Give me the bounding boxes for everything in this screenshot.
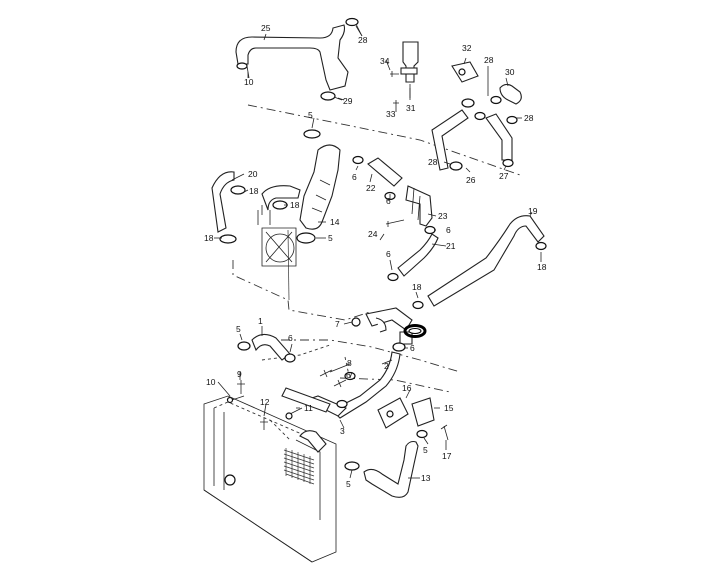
label-31: 31 [406, 103, 416, 113]
label-21: 21 [446, 241, 456, 251]
label-20: 20 [248, 169, 258, 179]
label-29: 29 [343, 96, 353, 106]
label-1: 1 [258, 316, 263, 326]
label-18-d: 18 [537, 262, 547, 272]
parts-32-30 [451, 61, 522, 125]
leader-lines [214, 25, 542, 479]
upper-hose-25 [235, 17, 363, 101]
bracket-16 [377, 397, 449, 441]
label-6-g: 6 [346, 370, 351, 380]
label-12: 12 [260, 397, 270, 407]
label-6-a: 6 [352, 172, 357, 182]
label-6-e: 6 [288, 333, 293, 343]
label-10-b: 10 [206, 377, 216, 387]
label-22: 22 [366, 183, 376, 193]
radiator-core-hatch [283, 448, 315, 485]
label-6-f: 6 [410, 343, 415, 353]
label-13: 13 [421, 473, 431, 483]
hose-13 [344, 440, 419, 498]
hose-19 [412, 215, 547, 310]
label-28-c: 28 [524, 113, 534, 123]
radiator [203, 395, 337, 563]
label-24: 24 [368, 229, 378, 239]
water-pump-area [211, 171, 301, 267]
label-5-c: 5 [236, 324, 241, 334]
label-33: 33 [386, 109, 396, 119]
label-5-e: 5 [346, 479, 351, 489]
label-23: 23 [438, 211, 448, 221]
label-25: 25 [261, 23, 271, 33]
label-2: 2 [384, 361, 389, 371]
label-11: 11 [304, 403, 313, 413]
highlighted-clamp-4[interactable] [403, 324, 427, 338]
label-28-d: 28 [428, 157, 438, 167]
hoses-26-27 [431, 109, 514, 171]
label-5-d: 5 [423, 445, 428, 455]
label-5-b: 5 [328, 233, 333, 243]
label-6-b: 6 [386, 196, 391, 206]
label-26: 26 [466, 175, 476, 185]
label-9: 9 [237, 369, 242, 379]
label-10-top: 10 [244, 77, 254, 87]
thermostat-area [352, 155, 436, 235]
label-3: 3 [340, 426, 345, 436]
label-6-c: 6 [446, 225, 451, 235]
bolts-group [226, 369, 347, 430]
label-28-b: 28 [484, 55, 494, 65]
label-18-a: 18 [249, 186, 259, 196]
label-18-c: 18 [204, 233, 214, 243]
label-15: 15 [444, 403, 454, 413]
label-7: 7 [335, 319, 340, 329]
label-19: 19 [528, 206, 538, 216]
label-18-b: 18 [290, 200, 300, 210]
label-28-top: 28 [358, 35, 368, 45]
label-5-top: 5 [308, 110, 313, 120]
label-17: 17 [442, 451, 452, 461]
label-18-e: 18 [412, 282, 422, 292]
label-8: 8 [347, 358, 352, 368]
bracket-31 [390, 41, 419, 112]
label-14: 14 [330, 217, 340, 227]
hose-21 [387, 233, 439, 282]
label-34: 34 [380, 56, 390, 66]
label-16: 16 [402, 383, 412, 393]
label-27: 27 [499, 171, 509, 181]
part-labels: 25 10 28 29 5 34 31 33 32 28 30 28 28 26… [204, 23, 547, 489]
bypass-fitting [351, 307, 413, 352]
label-32: 32 [462, 43, 472, 53]
label-6-d: 6 [386, 249, 391, 259]
hose-1 [237, 333, 296, 363]
label-30: 30 [505, 67, 515, 77]
